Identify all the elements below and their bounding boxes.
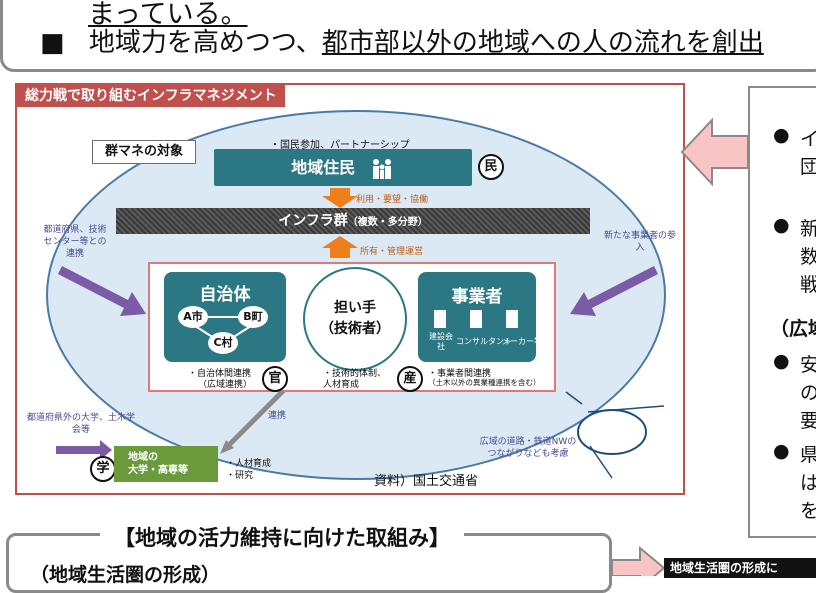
pink-right-arrow bbox=[611, 545, 666, 576]
right-bullet-2-line-2: 数 bbox=[800, 246, 816, 268]
town-a: A市 bbox=[178, 306, 208, 328]
square-bullet-icon: ■ bbox=[40, 28, 65, 58]
business-note: ・事業者間連携 bbox=[428, 369, 492, 379]
town-c: C村 bbox=[208, 332, 238, 354]
target-label: 群マネの対象 bbox=[92, 140, 196, 164]
right-bullet-2-line-3: 戦 bbox=[800, 274, 816, 296]
outside-university-note: 都道府県外の大学、土木学会等 bbox=[26, 413, 135, 435]
prefecture-note: 都道府県、技術センター等との連携 bbox=[43, 225, 107, 259]
university-note-2: ・研究 bbox=[226, 471, 254, 481]
new-business-arrow bbox=[570, 266, 658, 316]
right-heading: （広域 bbox=[770, 318, 816, 340]
business-type-maker: メーカー等 bbox=[502, 337, 542, 346]
people-icon bbox=[372, 158, 391, 179]
building-icon bbox=[434, 310, 446, 328]
infra-group-sub: （複数・多分野） bbox=[347, 217, 428, 228]
own-arrow bbox=[322, 236, 358, 258]
residents-note: ・国民参加、パートナーシップ bbox=[270, 140, 410, 151]
own-flow-label: 所有・管理運営 bbox=[360, 247, 424, 257]
bullet-icon: ● bbox=[773, 124, 790, 146]
use-arrow bbox=[322, 188, 358, 208]
pink-left-arrow bbox=[680, 117, 749, 187]
university-note-1: ・人材育成 bbox=[226, 459, 272, 469]
right-bullet-2-line-1: 新 bbox=[800, 218, 816, 240]
outside-arrow bbox=[56, 440, 112, 460]
right-bullet-3-line-2: の bbox=[800, 382, 816, 404]
figure-arrows bbox=[56, 117, 749, 576]
bearer-circle bbox=[303, 267, 407, 371]
top-text-underlined: 都市部以外の地域への人の流れを創出 bbox=[321, 28, 764, 58]
network-arrow-3 bbox=[565, 391, 583, 405]
figure-title: 総力戦で取り組むインフラマネジメント bbox=[17, 85, 285, 107]
bearer-sublabel: （技術者） bbox=[320, 321, 390, 337]
muni-note: ・自治体間連携 bbox=[188, 369, 252, 379]
business-type-construction: 建設会社 bbox=[429, 332, 453, 351]
badge-san: 産 bbox=[397, 366, 423, 392]
engineer-note-sub: 人材育成 bbox=[323, 380, 360, 390]
engineer-note: ・技術的体制、 bbox=[323, 369, 387, 379]
source-note: 資料）国土交通省 bbox=[374, 474, 479, 489]
bottom-section-subtitle: （地域生活圏の形成） bbox=[30, 564, 221, 586]
use-flow-label: 利用・要望・協働 bbox=[356, 195, 429, 205]
bullet-icon: ● bbox=[773, 440, 790, 462]
building-icon bbox=[506, 310, 518, 328]
bottom-right-label: 地域生活圏の形成に bbox=[664, 558, 816, 578]
top-text-line-1: まっている。 bbox=[88, 0, 248, 30]
muni-note-sub: （広域連携） bbox=[198, 380, 253, 390]
university-note: ・人材育成 ・研究 bbox=[226, 458, 271, 482]
link-arrowhead-a bbox=[220, 440, 234, 454]
right-bullet-3-line-1: 安 bbox=[800, 354, 816, 376]
network-arrow-2 bbox=[589, 445, 613, 479]
top-text-line-2: ■ 地域力を高めつつ、都市部以外の地域への人の流れを創出 bbox=[40, 22, 764, 59]
top-text-box bbox=[0, 0, 816, 72]
right-text-box bbox=[748, 86, 816, 538]
badge-gaku: 学 bbox=[90, 456, 116, 482]
network-ellipse bbox=[577, 409, 647, 455]
right-bullet-4-line-3: を bbox=[800, 500, 816, 522]
badge-min: 民 bbox=[478, 154, 504, 180]
right-bullet-1-line-1: イ bbox=[800, 128, 816, 150]
road-network-note: 広域の道路・鉄道NWのつながりなども考慮 bbox=[479, 437, 577, 459]
business-label: 事業者 bbox=[451, 287, 503, 307]
right-bullet-1-line-2: 団 bbox=[800, 156, 816, 178]
university-box: 地域の 大学・高専等 bbox=[114, 446, 218, 482]
top-text-plain: 地域力を高めつつ、 bbox=[88, 28, 322, 58]
infra-group-label: インフラ群 bbox=[278, 213, 348, 229]
network-arrow-1 bbox=[587, 405, 665, 413]
business-type-consultant: コンサルタント bbox=[456, 337, 512, 346]
university-label-1: 地域の bbox=[128, 452, 158, 463]
residents-box: 地域住民 bbox=[214, 149, 472, 186]
bottom-section-title: 【地域の活力維持に向けた取組み】 bbox=[100, 522, 464, 552]
business-note-sub: （土木以外の異業種連携を含む） bbox=[428, 378, 541, 387]
university-label-2: 大学・高専等 bbox=[128, 465, 188, 476]
bearer-label: 担い手 bbox=[334, 300, 376, 316]
badge-kan: 官 bbox=[262, 366, 288, 392]
town-b: B町 bbox=[238, 306, 268, 328]
building-icon bbox=[470, 310, 482, 328]
bullet-icon: ● bbox=[773, 214, 790, 236]
bullet-icon: ● bbox=[773, 350, 790, 372]
right-bullet-4-line-2: は bbox=[800, 472, 816, 494]
residents-label: 地域住民 bbox=[291, 158, 356, 177]
right-bullet-3-line-3: 要 bbox=[800, 410, 816, 432]
pref-arrow bbox=[58, 266, 146, 316]
new-business-note: 新たな事業者の参入 bbox=[604, 231, 677, 253]
right-bullet-4-line-1: 県 bbox=[800, 444, 816, 466]
link-label: 連携 bbox=[268, 411, 287, 421]
municipality-label: 自治体 bbox=[199, 285, 251, 305]
infra-group-bar: インフラ群（複数・多分野） bbox=[116, 208, 590, 234]
